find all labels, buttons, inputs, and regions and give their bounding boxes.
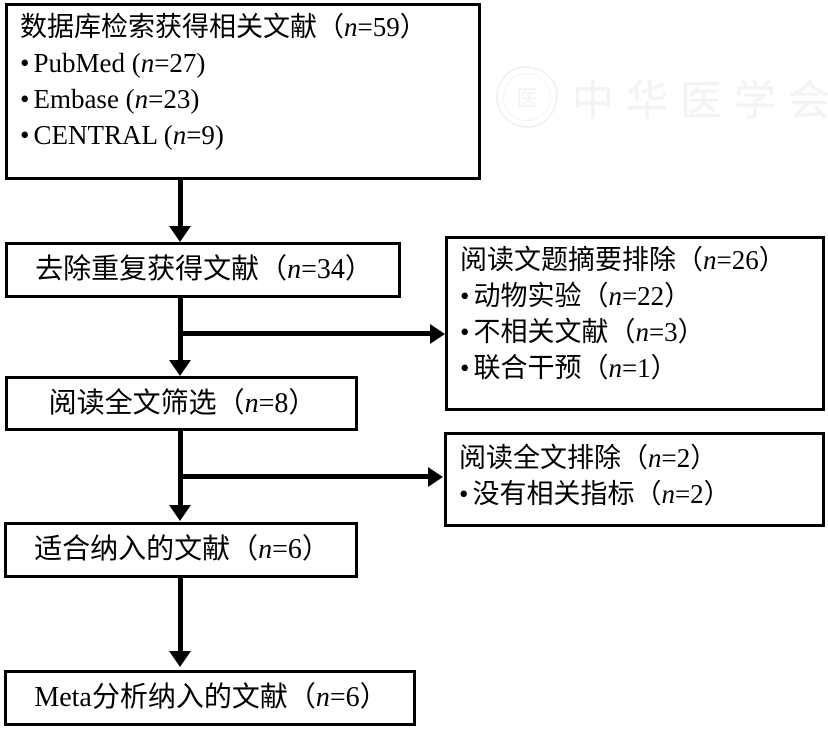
arrowhead-down-meta [169,651,191,667]
n-symbol: n [648,443,662,473]
n-symbol: n [140,47,155,78]
item-label: 不相关文献（ [473,316,636,347]
watermark-text: 中华医学会 [572,78,828,125]
bullet-icon: • [20,119,30,150]
item-value: =27) [154,47,206,78]
box-included-meta: Meta分析纳入的文献（n=6） [4,670,416,726]
box-excluded-fulltext-title: 阅读全文排除（n=2） [459,441,812,477]
item-value: =3） [648,316,705,347]
item-value: =2） [674,478,731,509]
connector-eligible-to-meta [178,578,183,653]
title-prefix: 阅读全文排除（ [459,443,648,473]
item-label: PubMed ( [33,47,141,78]
box-fulltext-screened-label: 阅读全文筛选（n=8） [20,385,345,422]
bullet-icon: • [460,352,470,383]
bullet-icon: • [460,280,470,311]
arrowhead-down-eligible [169,505,191,521]
item-label: CENTRAL ( [33,119,173,150]
watermark-seal-glyph: 医 [515,86,538,111]
title-prefix: 数据库检索获得相关文献（ [20,12,344,42]
n-symbol: n [608,280,622,311]
n-symbol: n [703,245,717,275]
box-fulltext-screened: 阅读全文筛选（n=8） [5,376,358,431]
arrowhead-down-fulltext [169,360,191,376]
label-suffix: =34） [301,254,373,286]
item-label: 联合干预（ [473,352,609,383]
label-prefix: 去除重复获得文献（ [35,254,288,286]
watermark-seal-icon: 医 [496,66,558,128]
box-excluded-fulltext-item-0: •没有相关指标（n=2） [459,477,812,513]
box-deduplicated-label: 去除重复获得文献（n=34） [20,251,388,288]
watermark: 医 中华医学会 [496,52,828,142]
title-suffix: =26） [716,245,786,275]
box-identification: 数据库检索获得相关文献（n=59） •PubMed (n=27) •Embase… [5,3,481,180]
connector-fulltext-to-excluded-fulltext [178,474,430,479]
bullet-icon: • [459,478,469,509]
box-excluded-titles-title: 阅读文题摘要排除（n=26） [460,243,812,279]
box-eligible-label: 适合纳入的文献（n=6） [19,531,345,568]
label-prefix: Meta分析纳入的文献（ [34,682,316,714]
item-value: =22） [621,280,692,311]
box-excluded-titles: 阅读文题摘要排除（n=26） •动物实验（n=22） •不相关文献（n=3） •… [445,236,825,411]
arrowhead-right-excluded-fulltext [428,467,443,487]
item-value: =1） [621,352,678,383]
n-symbol: n [258,534,273,566]
connector-fulltext-to-eligible [178,431,183,508]
n-symbol: n [344,12,358,42]
n-symbol: n [608,352,622,383]
n-symbol: n [172,119,187,150]
arrowhead-right-excluded-titles [430,324,445,344]
arrowhead-down-dedup [169,226,191,242]
box-identification-item-1: •Embase (n=23) [20,82,468,118]
bullet-icon: • [20,83,30,114]
title-suffix: =59） [357,12,427,42]
label-suffix: =6） [329,682,388,714]
n-symbol: n [134,83,149,114]
box-excluded-titles-item-1: •不相关文献（n=3） [460,315,812,351]
box-identification-item-2: •CENTRAL (n=9) [20,118,468,154]
connector-dedup-to-fulltext [178,298,183,363]
box-excluded-titles-item-0: •动物实验（n=22） [460,279,812,315]
item-value: =9) [186,119,224,150]
box-eligible: 适合纳入的文献（n=6） [4,522,358,578]
label-suffix: =6） [272,534,330,566]
item-label: Embase ( [33,83,135,114]
box-excluded-fulltext: 阅读全文排除（n=2） •没有相关指标（n=2） [444,432,825,527]
n-symbol: n [287,254,302,286]
box-included-meta-label: Meta分析纳入的文献（n=6） [19,679,403,716]
title-prefix: 阅读文题摘要排除（ [460,245,703,275]
item-label: 动物实验（ [473,280,609,311]
label-suffix: =8） [258,387,317,419]
n-symbol: n [661,478,675,509]
box-excluded-titles-item-2: •联合干预（n=1） [460,351,812,387]
label-prefix: 阅读全文筛选（ [48,387,245,419]
connector-identification-to-dedup [178,180,183,228]
n-symbol: n [315,682,330,714]
n-symbol: n [244,387,259,419]
box-identification-title: 数据库检索获得相关文献（n=59） [20,10,468,46]
item-value: =23) [148,83,200,114]
n-symbol: n [635,316,649,347]
label-prefix: 适合纳入的文献（ [34,534,259,566]
title-suffix: =2） [661,443,718,473]
bullet-icon: • [20,47,30,78]
bullet-icon: • [460,316,470,347]
box-identification-item-0: •PubMed (n=27) [20,46,468,82]
item-label: 没有相关指标（ [472,478,662,509]
box-deduplicated: 去除重复获得文献（n=34） [5,242,401,298]
connector-dedup-to-excluded-titles [178,331,433,336]
